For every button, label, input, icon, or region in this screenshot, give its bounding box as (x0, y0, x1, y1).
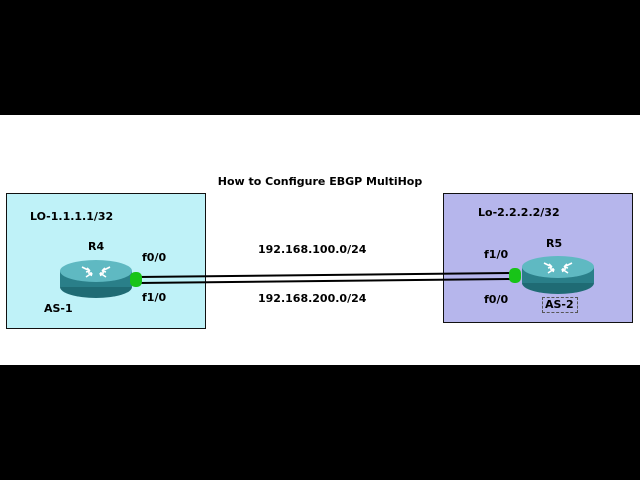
right-as-label: AS-2 (545, 298, 574, 311)
left-router-name: R4 (88, 240, 105, 253)
link-bottom-network-label: 192.168.200.0/24 (258, 292, 367, 305)
router-icon[interactable] (518, 251, 598, 297)
left-link-endpoint (130, 272, 142, 287)
right-router-name: R5 (546, 237, 563, 250)
router-icon[interactable] (56, 255, 136, 301)
right-if-top-label: f1/0 (484, 248, 509, 261)
link-endpoints (130, 268, 521, 287)
link-lines (137, 272, 515, 284)
link-line-bottom (137, 278, 515, 284)
as2-area (443, 193, 633, 323)
link-top-network-label: 192.168.100.0/24 (258, 243, 367, 256)
right-link-endpoint (509, 268, 521, 283)
link-line-top (137, 272, 515, 278)
left-loopback-label: LO-1.1.1.1/32 (30, 210, 114, 223)
right-loopback-label: Lo-2.2.2.2/32 (478, 206, 560, 219)
left-if-top-label: f0/0 (142, 251, 167, 264)
right-if-bottom-label: f0/0 (484, 293, 509, 306)
left-as-label: AS-1 (44, 302, 73, 315)
diagram-title: How to Configure EBGP MultiHop (217, 175, 423, 188)
diagram-canvas: How to Configure EBGP MultiHop LO-1.1.1.… (0, 115, 640, 365)
as2-tag-frame (542, 297, 578, 313)
left-if-bottom-label: f1/0 (142, 291, 167, 304)
